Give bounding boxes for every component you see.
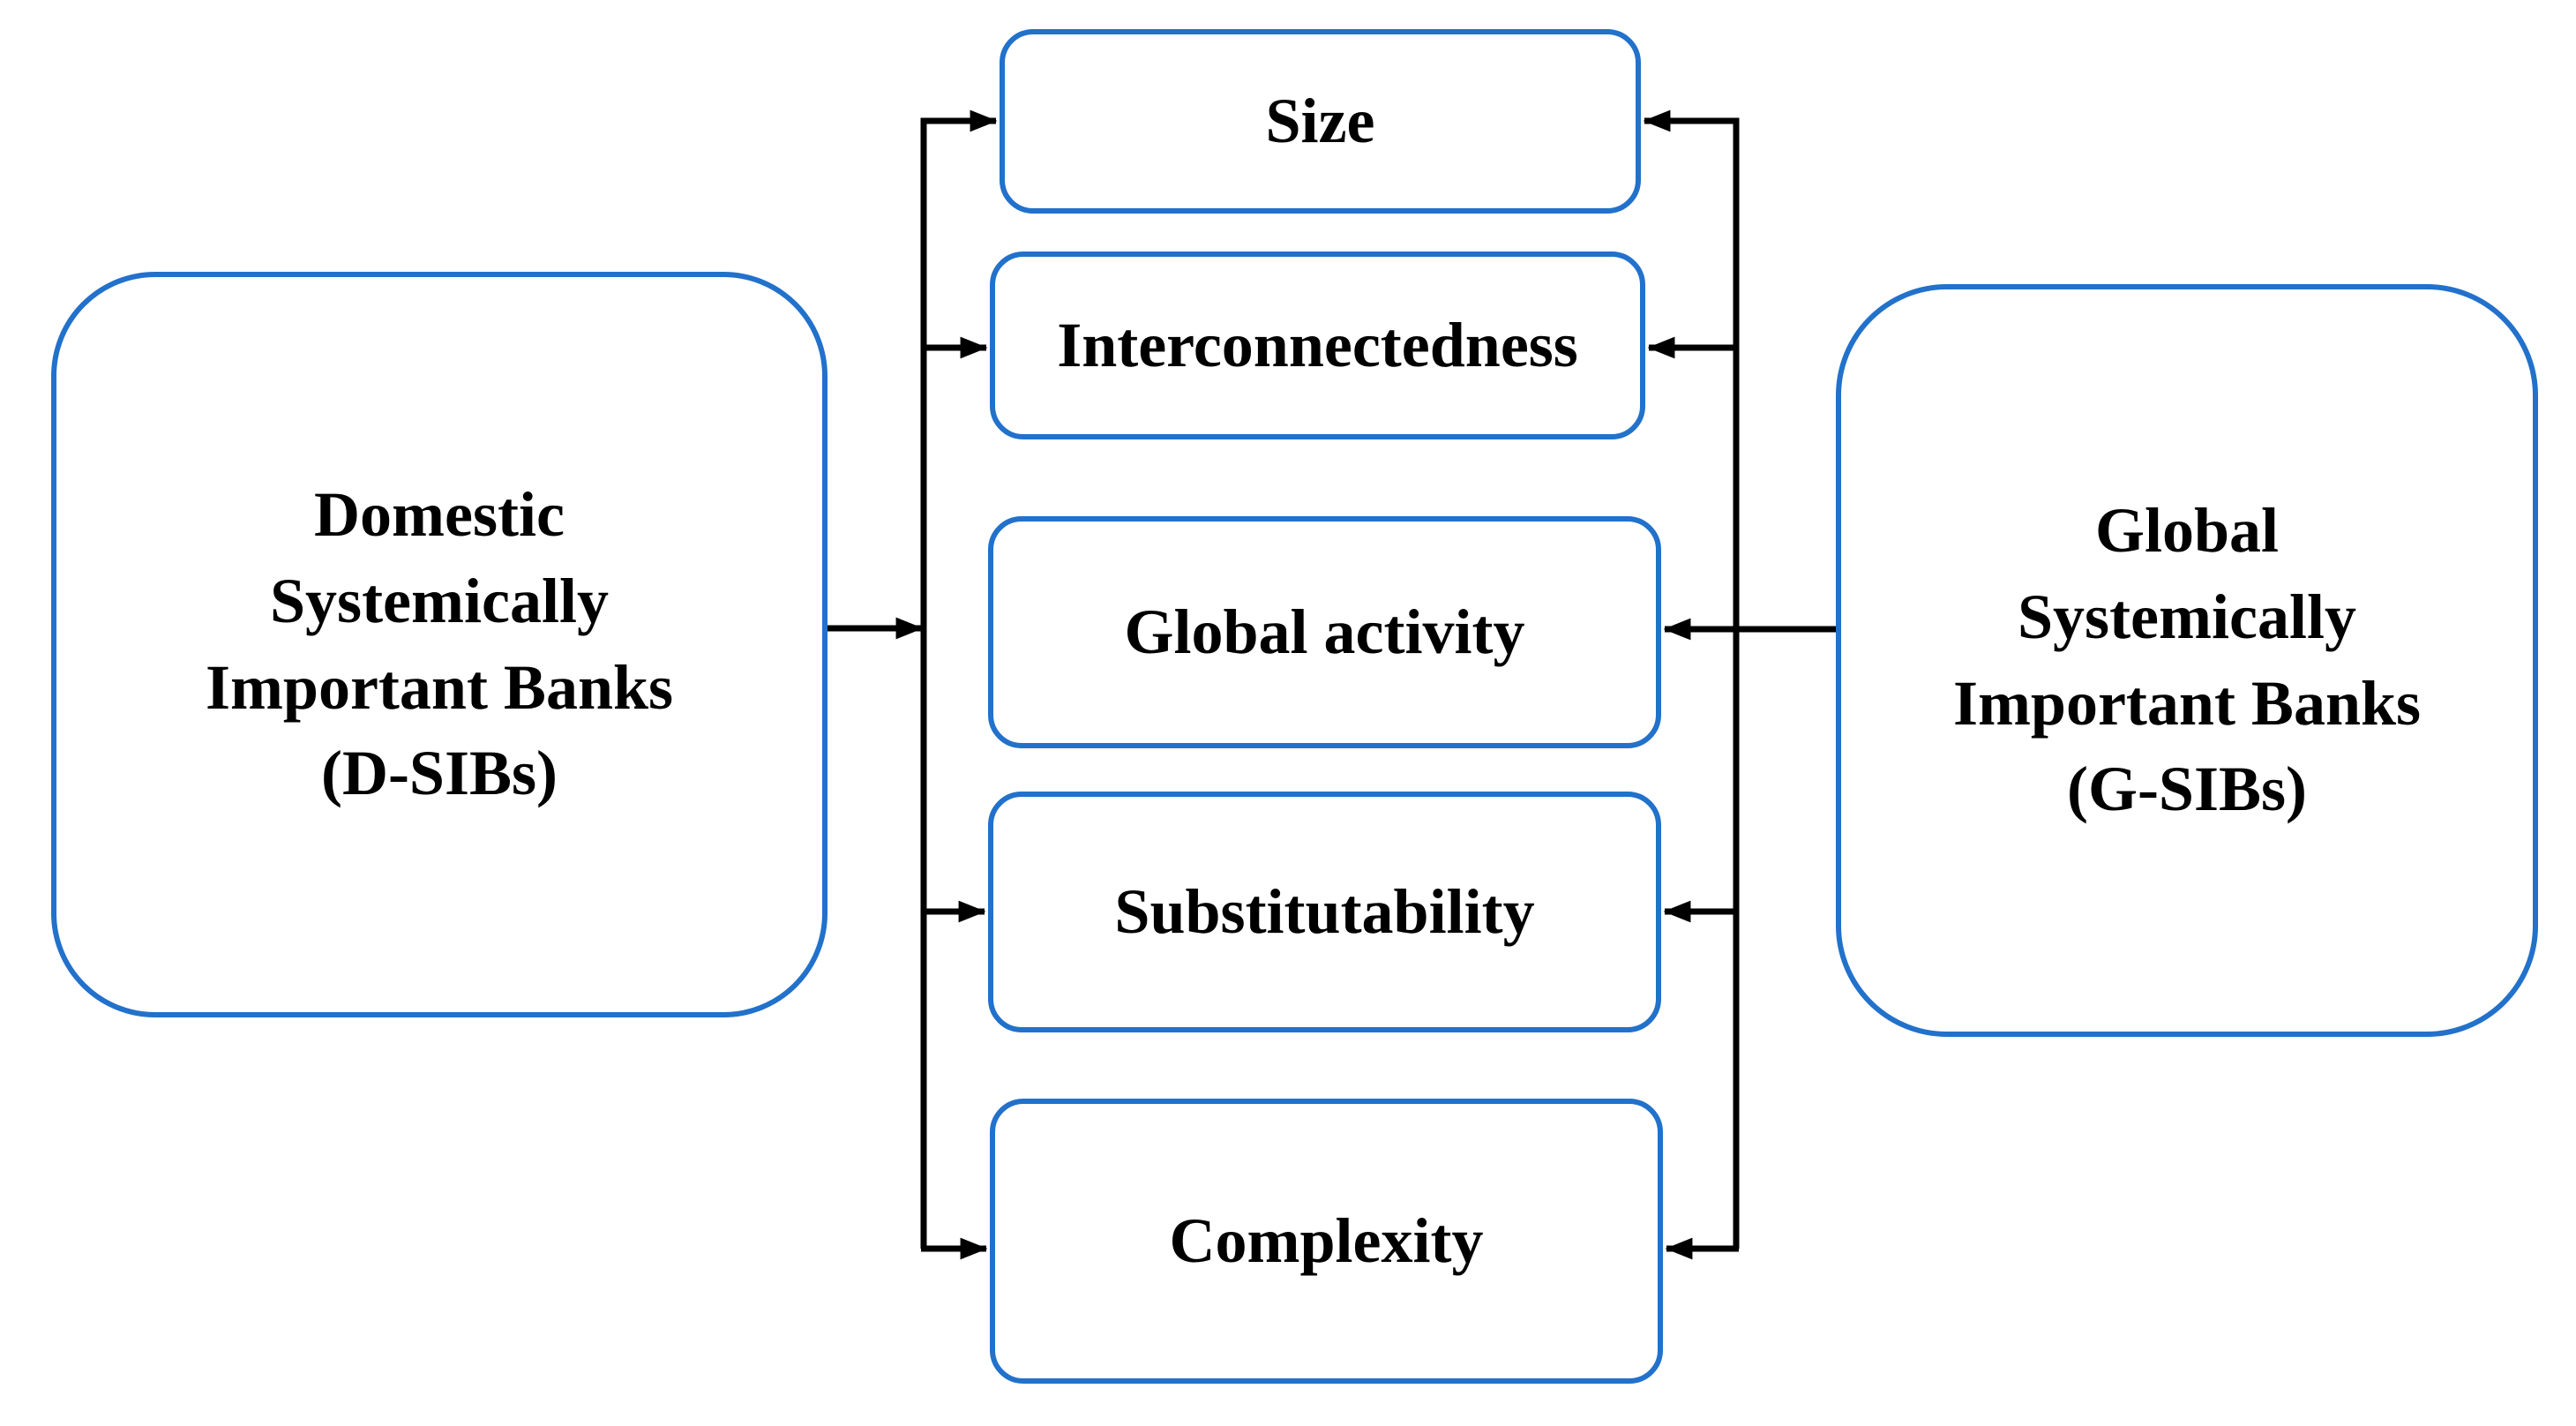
factor-label-complexity: Complexity xyxy=(1169,1205,1484,1276)
factor-box-global-activity: Global activity xyxy=(988,516,1661,748)
gsib-label: Global Systemically Important Banks (G-S… xyxy=(1953,488,2421,834)
left-trunk-and-size-arrow xyxy=(920,109,998,1249)
gsib-line-3: Important Banks xyxy=(1952,667,2422,739)
dsib-line-1: Domestic xyxy=(314,478,565,550)
gsib-line-4: (G-SIBs) xyxy=(2066,754,2308,825)
factor-label-global-activity: Global activity xyxy=(1124,596,1525,667)
right-trunk-and-size-arrow xyxy=(1643,109,1740,1249)
gsib-line-1: Global xyxy=(2094,494,2280,566)
factor-label-size: Size xyxy=(1265,85,1375,156)
factor-box-complexity: Complexity xyxy=(990,1099,1663,1384)
factor-label-interconnectedness: Interconnectedness xyxy=(1057,309,1578,380)
dsib-line-2: Systemically xyxy=(270,565,609,636)
dsib-box: Domestic Systemically Important Banks (D… xyxy=(51,272,827,1017)
factor-box-size: Size xyxy=(1000,29,1641,214)
dsib-label: Domestic Systemically Important Banks (D… xyxy=(206,472,673,818)
gsib-line-2: Systemically xyxy=(2018,581,2356,652)
factor-box-interconnectedness: Interconnectedness xyxy=(990,251,1645,439)
factor-box-substitutability: Substitutability xyxy=(988,792,1661,1032)
dsib-line-4: (D-SIBs) xyxy=(320,738,558,809)
factor-label-substitutability: Substitutability xyxy=(1114,875,1535,947)
gsib-box: Global Systemically Important Banks (G-S… xyxy=(1836,284,2538,1037)
dsib-line-3: Important Banks xyxy=(205,651,674,723)
